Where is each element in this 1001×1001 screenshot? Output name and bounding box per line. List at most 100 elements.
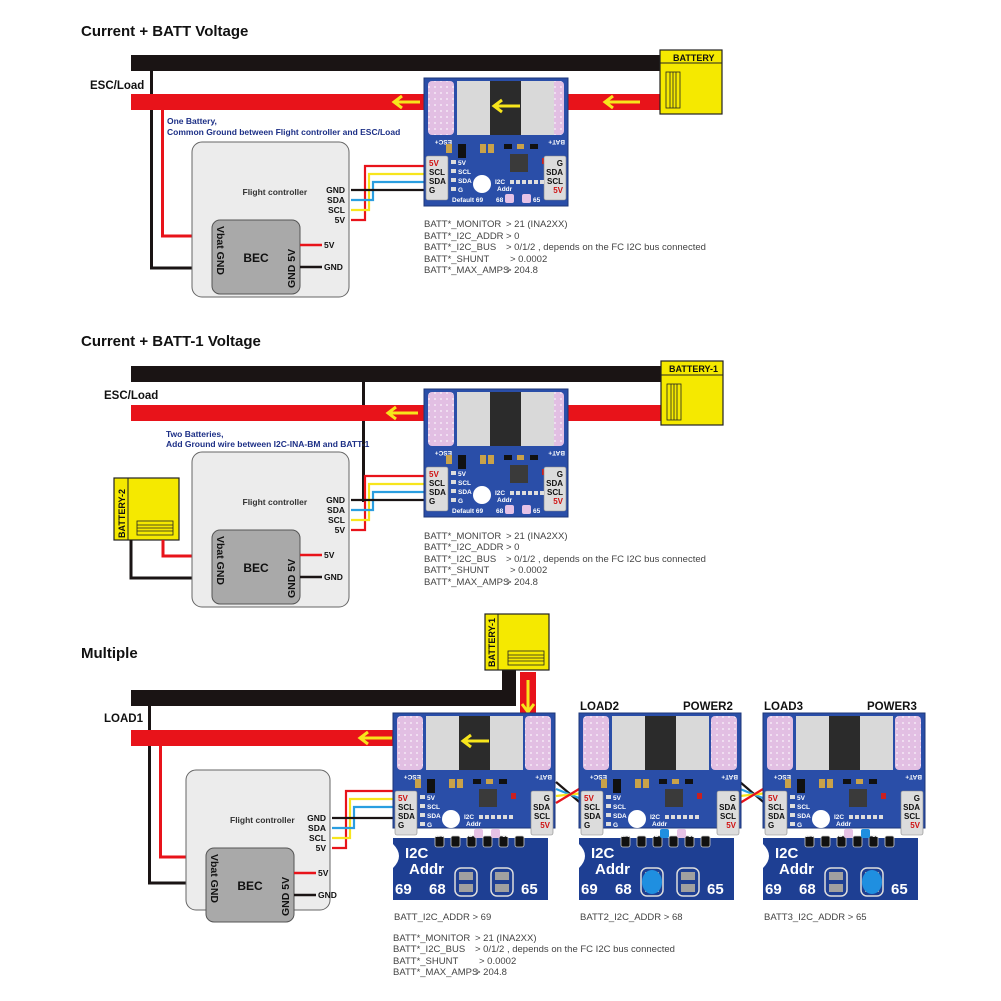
shunt [829, 716, 860, 770]
param-key: BATT*_MONITOR [424, 219, 501, 230]
param-value: > 204.8 [506, 577, 538, 588]
addr-68-label: 68 [465, 832, 473, 839]
arrow-down-icon [520, 680, 536, 715]
connector-pin-label: SDA [533, 803, 550, 812]
ina-chip [510, 465, 528, 483]
param-key: BATT*_MAX_AMPS [424, 577, 509, 588]
copper-bar [426, 716, 459, 770]
connector-pin-label: SCL [547, 488, 563, 497]
connector-pin-label: 5V [910, 821, 920, 830]
fc-pin-label: SCL [328, 515, 345, 525]
copper-bar [796, 716, 829, 770]
jumper-pad-68 [474, 829, 483, 838]
default-addr-label: Default 69 [452, 197, 483, 204]
copper-bar [521, 392, 554, 446]
fc-pin-label: SCL [309, 833, 326, 843]
connector-pin-label: SCL [547, 177, 563, 186]
bec-output-label: GND 5V [280, 877, 292, 916]
mounting-hole [473, 486, 491, 504]
current-sensor-board: ESC+BAT+5VSCLSDAG5VSCLSDAGGSDASCL5VI2CAd… [578, 712, 742, 839]
ina-chip [665, 789, 683, 807]
addr-label: Addr [497, 186, 513, 193]
note-line-2: Add Ground wire between I2C-INA-BM and B… [166, 439, 370, 449]
component [480, 144, 486, 153]
mounting-hole [628, 810, 646, 828]
vbat-wire [159, 746, 162, 858]
component [819, 779, 825, 788]
connector-pin-label: SCL [429, 168, 445, 177]
power-wire [131, 94, 431, 110]
bec-label: BEC [237, 879, 263, 893]
pcb-pin-label: SCL [458, 480, 471, 487]
bec-gnd-label: GND [318, 890, 337, 900]
component [827, 779, 833, 788]
addr-65-label: 65 [533, 508, 541, 515]
connector-pin-label: SCL [768, 803, 784, 812]
pcb-pin-label: G [458, 498, 463, 505]
component [530, 455, 538, 460]
i2c-wires [351, 474, 424, 532]
param-value: > 0.0002 [479, 956, 516, 967]
jumper-pad-65 [491, 829, 500, 838]
section-1: Current + BATT Voltage ESC/Load One Batt… [81, 23, 723, 276]
inset-addr-69: 69 [395, 881, 412, 898]
param-key: BATT*_MONITOR [424, 531, 501, 542]
i2c-label: I2C [495, 179, 505, 186]
pcb-pin-label: G [613, 822, 618, 829]
note-line-1: One Battery, [167, 116, 217, 126]
component [446, 144, 452, 153]
pcb-pin-label: SCL [613, 804, 626, 811]
battery: BATTERY-1 [484, 613, 550, 671]
fc-pin-label: GND [326, 185, 345, 195]
param-value: > 204.8 [475, 967, 507, 978]
addr-68-label: 68 [651, 832, 659, 839]
component [504, 144, 512, 149]
connector-pin-label: SCL [584, 803, 600, 812]
param-value: > 0/1/2 , depends on the FC I2C bus conn… [506, 242, 706, 253]
connector-pin-label: G [429, 186, 435, 195]
current-sensor-board: ESC+BAT+5VSCLSDAG5VSCLSDAGGSDASCL5VI2CAd… [762, 712, 926, 839]
bec-module [211, 529, 301, 605]
param-key: BATT*_I2C_ADDR [424, 542, 504, 553]
pcb-pin-label: G [427, 822, 432, 829]
inset-i2c-label: I2C [591, 845, 615, 862]
addr-label: Addr [497, 497, 513, 504]
connector-pin-label: 5V [398, 794, 408, 803]
connector-pin-label: G [557, 470, 563, 479]
power-label: POWER3 [867, 701, 917, 713]
ground-wire [131, 366, 671, 382]
battery-label: BATTERY-2 [117, 489, 127, 538]
component [449, 779, 455, 788]
component [480, 455, 486, 464]
jumper-pad-65 [677, 829, 686, 838]
jumper-pad-68 [660, 829, 669, 838]
esc-pad [428, 392, 454, 446]
arrow-icon [357, 730, 392, 746]
connector-pin-label: SDA [546, 168, 563, 177]
bridged-jumper-68 [642, 870, 662, 894]
component [517, 455, 524, 460]
current-sensor-board: ESC+BAT+5VSCLSDAG5VSCLSDAGGSDASCL5VI2CAd… [423, 77, 569, 207]
current-sensor-board: ESC+BAT+5VSCLSDAG5VSCLSDAGGSDASCL5VI2CAd… [423, 388, 569, 518]
esc-pad [767, 716, 793, 770]
solder-jumper [454, 867, 478, 897]
default-addr-label: Default 69 [421, 832, 452, 839]
pcb-pin-label: SDA [458, 489, 472, 496]
bec-5v-label: 5V [318, 868, 329, 878]
pcb-pin-label: 5V [427, 795, 436, 802]
inset-addr-65: 65 [891, 881, 908, 898]
pcb-pin-label: 5V [613, 795, 622, 802]
pcb-pin-label: 5V [458, 471, 467, 478]
component [856, 779, 863, 784]
addr-65-label: 65 [688, 832, 696, 839]
ground-wire-drop [148, 706, 151, 884]
note-line-2: Common Ground between Flight controller … [167, 127, 400, 137]
connector-pin-label: SCL [904, 812, 920, 821]
